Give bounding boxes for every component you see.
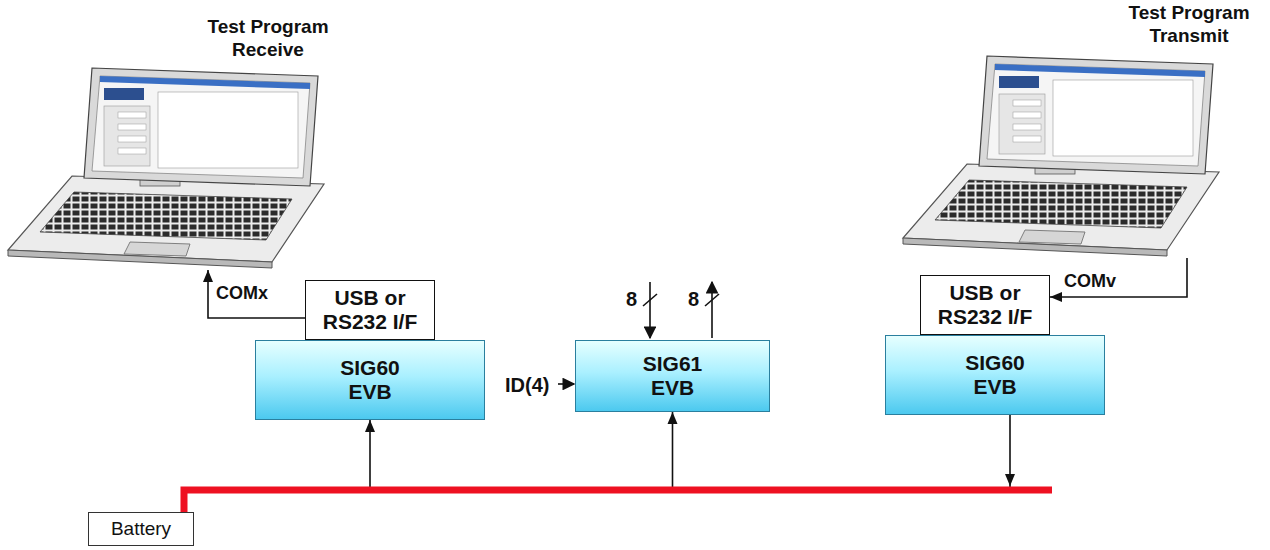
connector [184,412,678,512]
box-text: USB or RS232 I/F [929,281,1041,329]
connector-line [184,415,1010,512]
port-label: COMv [1062,272,1118,292]
arrowhead [365,420,375,432]
interface-box: USB or RS232 I/F [920,275,1050,335]
bus-width-slash [643,294,657,306]
connector-line [208,270,305,318]
data-out-arrow [711,282,713,338]
power-bus [184,490,1052,512]
connector [1050,258,1187,302]
laptop-node: Test Program Transmit [895,0,1262,258]
box-text: USB or RS232 I/F [314,286,426,334]
connector-line [184,412,673,512]
box-text: SIG61 EVB [631,352,715,400]
bus-width-label: 8 [626,288,637,310]
program-title: Test Program Transmit [1117,2,1261,48]
receive-laptop [8,68,324,268]
battery-box: Battery [88,512,194,546]
connector-line [1050,258,1187,297]
id-input-arrow [558,383,574,385]
program-title: Test Program Receive [198,16,338,62]
board-box: SIG60 EVB [255,340,485,420]
box-text: SIG60 EVB [328,356,412,404]
arrowhead [203,270,213,282]
board-box: SIG60 EVB [885,335,1105,415]
arrowhead [1050,292,1062,302]
signal-label: ID(4) [505,374,549,396]
interface-box: USB or RS232 I/F [305,280,435,340]
transmit-laptop [903,56,1219,256]
port-label: COMx [214,284,270,304]
data-in-arrow [649,282,651,338]
bus-width-label: 8 [688,288,699,310]
box-text: Battery [111,518,171,540]
connector-line [184,420,370,512]
connector [184,415,1015,512]
board-box: SIG61 EVB [575,340,770,412]
connector [203,270,305,318]
arrowhead [668,412,678,424]
bus-width-slash [705,294,719,306]
box-text: SIG60 EVB [953,351,1037,399]
arrowhead [1005,474,1015,486]
connector [184,420,375,512]
laptop-node: Test Program Receive [8,14,326,270]
